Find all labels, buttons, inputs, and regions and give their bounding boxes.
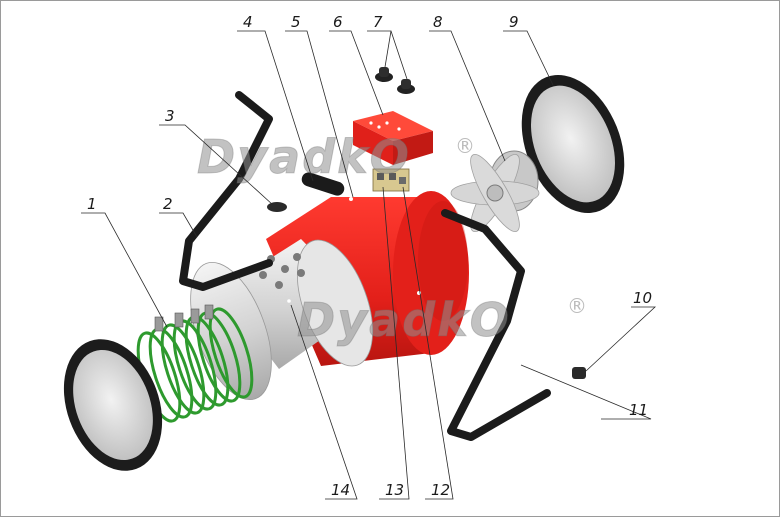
right-handle (441, 209, 551, 441)
leader-lines (81, 30, 657, 500)
control-knobs (375, 67, 415, 94)
callout-3: 3 (165, 107, 175, 125)
callout-2: 2 (163, 195, 173, 213)
fan-with-motor (450, 150, 540, 232)
rear-grille (521, 74, 625, 214)
callout-8: 8 (433, 13, 443, 31)
coil-terminals (154, 304, 214, 332)
watermark-bottom: DyadkO ® (297, 293, 588, 348)
control-box (353, 111, 433, 165)
callout-12: 12 (431, 481, 450, 499)
callout-5: 5 (291, 13, 301, 31)
watermark-top: DyadkO ® (197, 130, 476, 185)
callout-13: 13 (385, 481, 404, 499)
callout-4: 4 (243, 13, 253, 31)
callout-labels: 1 2 3 4 5 6 7 8 9 10 11 12 13 14 (87, 13, 652, 499)
callout-7: 7 (373, 13, 383, 31)
svg-text:DyadkO: DyadkO (197, 130, 411, 184)
svg-text:DyadkO: DyadkO (297, 293, 511, 347)
rubber-foot (572, 367, 586, 379)
front-grille (63, 339, 163, 471)
callout-11: 11 (629, 401, 648, 419)
terminal-block (372, 168, 410, 192)
svg-text:®: ® (455, 134, 475, 158)
cable-grommet (267, 202, 287, 212)
callout-9: 9 (509, 13, 519, 31)
left-handle (179, 91, 273, 291)
callout-1: 1 (87, 195, 97, 213)
callout-14: 14 (331, 481, 350, 499)
callout-10: 10 (633, 289, 652, 307)
callout-6: 6 (333, 13, 343, 31)
svg-text:®: ® (567, 294, 587, 318)
